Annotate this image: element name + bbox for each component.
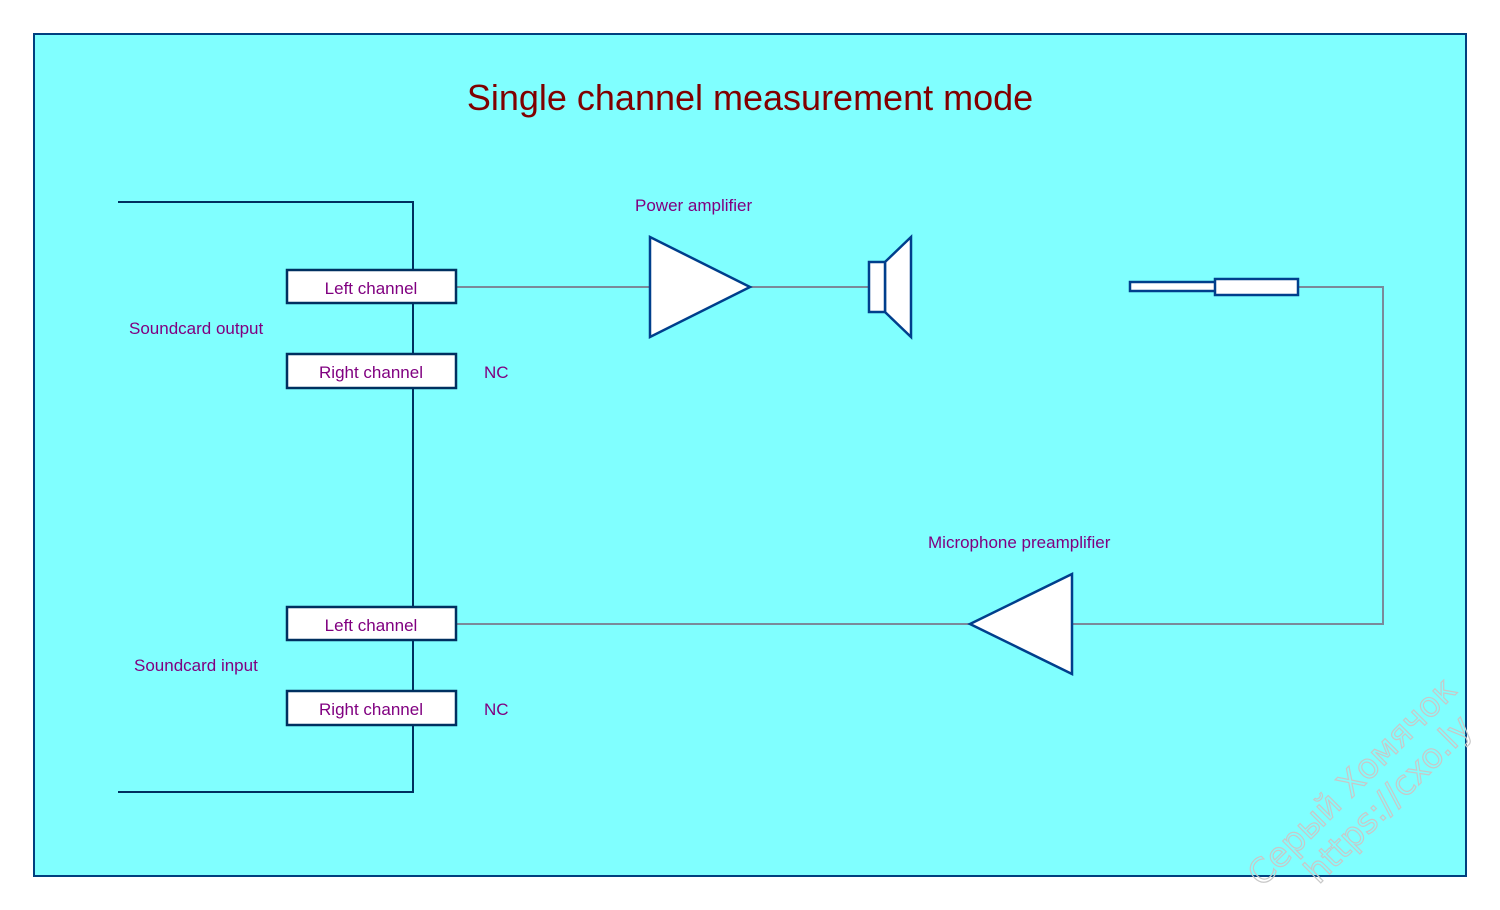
input-right-channel-label: Right channel (319, 700, 423, 719)
output-right-channel-label: Right channel (319, 363, 423, 382)
microphone-preamplifier-label: Microphone preamplifier (928, 533, 1111, 552)
output-right-nc-label: NC (484, 363, 509, 382)
power-amplifier-label: Power amplifier (635, 196, 752, 215)
microphone-icon (1128, 277, 1300, 297)
microphone-preamplifier-icon (967, 571, 1074, 677)
input-right-nc-label: NC (484, 700, 509, 719)
wire-mic-to-preamp (1072, 286, 1384, 625)
diagram-title: Single channel measurement mode (467, 77, 1033, 118)
input-right-channel-box: Right channel (285, 689, 458, 727)
output-left-channel-box: Left channel (285, 268, 458, 305)
power-amplifier-icon (648, 234, 753, 340)
diagram-panel (33, 33, 1467, 877)
loudspeaker-icon (867, 234, 913, 340)
output-left-channel-label: Left channel (325, 279, 418, 298)
soundcard-bracket-wire (118, 201, 414, 793)
input-left-channel-label: Left channel (325, 616, 418, 635)
soundcard-output-label: Soundcard output (129, 319, 263, 338)
input-left-channel-box: Left channel (285, 605, 458, 642)
output-right-channel-box: Right channel (285, 352, 458, 390)
soundcard-input-label: Soundcard input (134, 656, 258, 675)
